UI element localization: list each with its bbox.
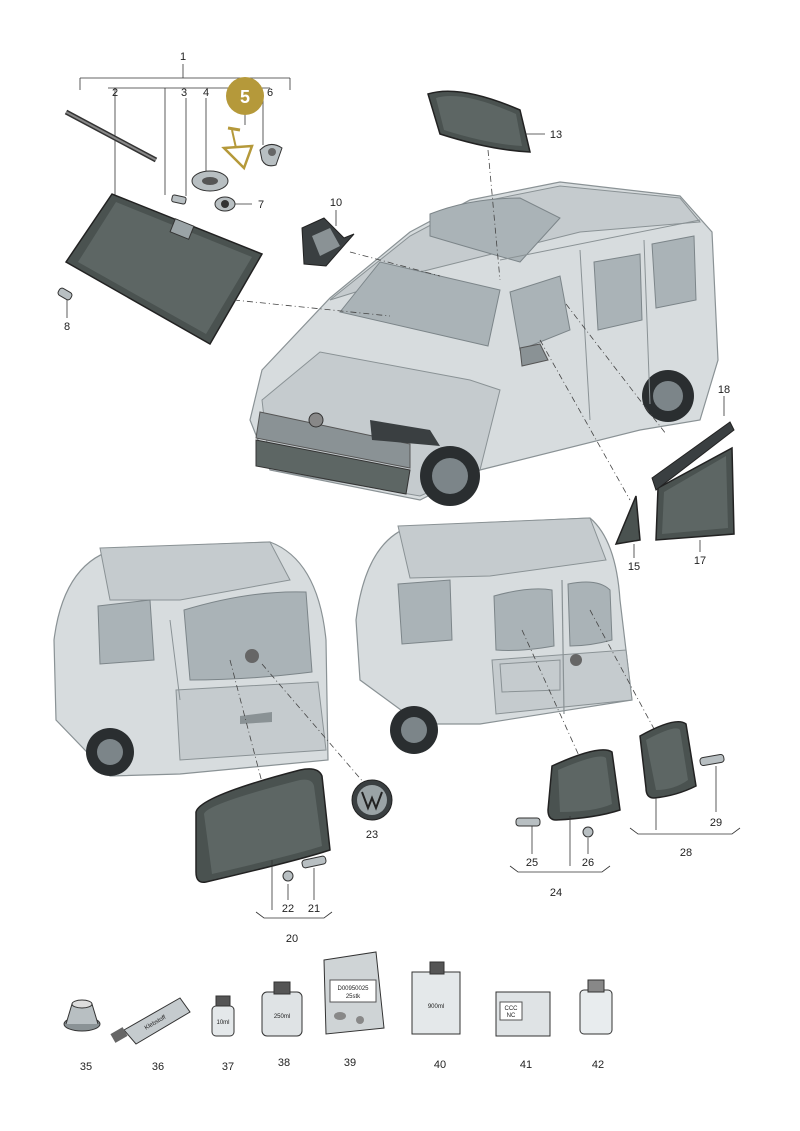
rear-door-glass-left-24	[547, 749, 621, 821]
callout-37: 37	[222, 1061, 234, 1073]
callout-15: 15	[628, 561, 640, 573]
clip-part	[171, 194, 187, 205]
callout-36: 36	[152, 1061, 164, 1073]
callout-42: 42	[592, 1059, 604, 1071]
callout-41: 41	[520, 1059, 532, 1071]
rear-window-glass-20	[195, 768, 331, 884]
callout-39: 39	[344, 1057, 356, 1069]
callout-6: 6	[267, 87, 273, 99]
callout-20: 20	[286, 933, 298, 945]
callout-40: 40	[434, 1059, 446, 1071]
callout-28: 28	[680, 847, 692, 859]
callout-23: 23	[366, 829, 378, 841]
cover-part	[259, 144, 283, 167]
cleaner-pack-41: CCC NC	[495, 991, 551, 1037]
roof-glass-13	[427, 90, 531, 153]
seal-part-21	[301, 855, 327, 869]
pack-label-1: CCC	[505, 1006, 519, 1012]
callout-29: 29	[710, 817, 722, 829]
vw-emblem-23	[351, 779, 393, 821]
callout-22: 22	[282, 903, 294, 915]
cylinder-bottle-42	[579, 979, 613, 1035]
door-glass-17	[655, 446, 735, 541]
callout-2: 2	[112, 87, 118, 99]
callout-10: 10	[330, 197, 342, 209]
callout-26: 26	[582, 857, 594, 869]
callout-25: 25	[526, 857, 538, 869]
callout-17: 17	[694, 555, 706, 567]
seal-part-29	[699, 753, 725, 767]
callout-13: 13	[550, 129, 562, 141]
windshield-glass	[64, 193, 264, 346]
callout-18: 18	[718, 384, 730, 396]
callout-1: 1	[180, 51, 186, 63]
small-bottle-37: 10ml	[211, 995, 235, 1037]
can-label: 250ml	[274, 1014, 290, 1020]
callout-5-highlight	[226, 77, 264, 115]
clip-26	[582, 826, 594, 838]
van-rear-tailgate-view	[53, 541, 329, 777]
primer-can-38: 250ml	[261, 981, 303, 1037]
sensor-bracket	[191, 170, 229, 192]
bag-label-2: 25stk	[346, 994, 361, 1000]
parts-bag-39: D00950025 25stk	[323, 951, 385, 1035]
quarter-glass-15	[614, 495, 641, 545]
callout-35: 35	[80, 1061, 92, 1073]
bottle-label: 10ml	[216, 1020, 229, 1026]
adhesive-tube-36: Klebstoff	[110, 997, 191, 1045]
van-front-view	[249, 181, 719, 506]
callout-38: 38	[278, 1057, 290, 1069]
sensor-module	[214, 196, 236, 212]
callout-5: 5	[240, 87, 250, 107]
seal-part-25	[515, 817, 541, 827]
callout-8: 8	[64, 321, 70, 333]
callout-7: 7	[258, 199, 264, 211]
van-rear-barndoor-view	[355, 517, 633, 754]
tape-roll-35	[63, 999, 101, 1032]
door-glass-strip-18	[651, 421, 735, 491]
bag-label-1: D00950025	[337, 986, 369, 992]
box-label: 900ml	[428, 1004, 444, 1010]
mirror-bracket-10	[301, 217, 355, 267]
callout-3: 3	[181, 87, 187, 99]
liquid-box-40: 900ml	[411, 961, 461, 1035]
rear-door-glass-right-28	[639, 721, 697, 799]
rain-sensor-highlighted	[221, 126, 254, 171]
pin-part-8	[57, 287, 73, 301]
pack-label-2: NC	[507, 1013, 516, 1019]
callout-24: 24	[550, 887, 562, 899]
callout-4: 4	[203, 87, 209, 99]
clip-22	[282, 870, 294, 882]
callout-21: 21	[308, 903, 320, 915]
